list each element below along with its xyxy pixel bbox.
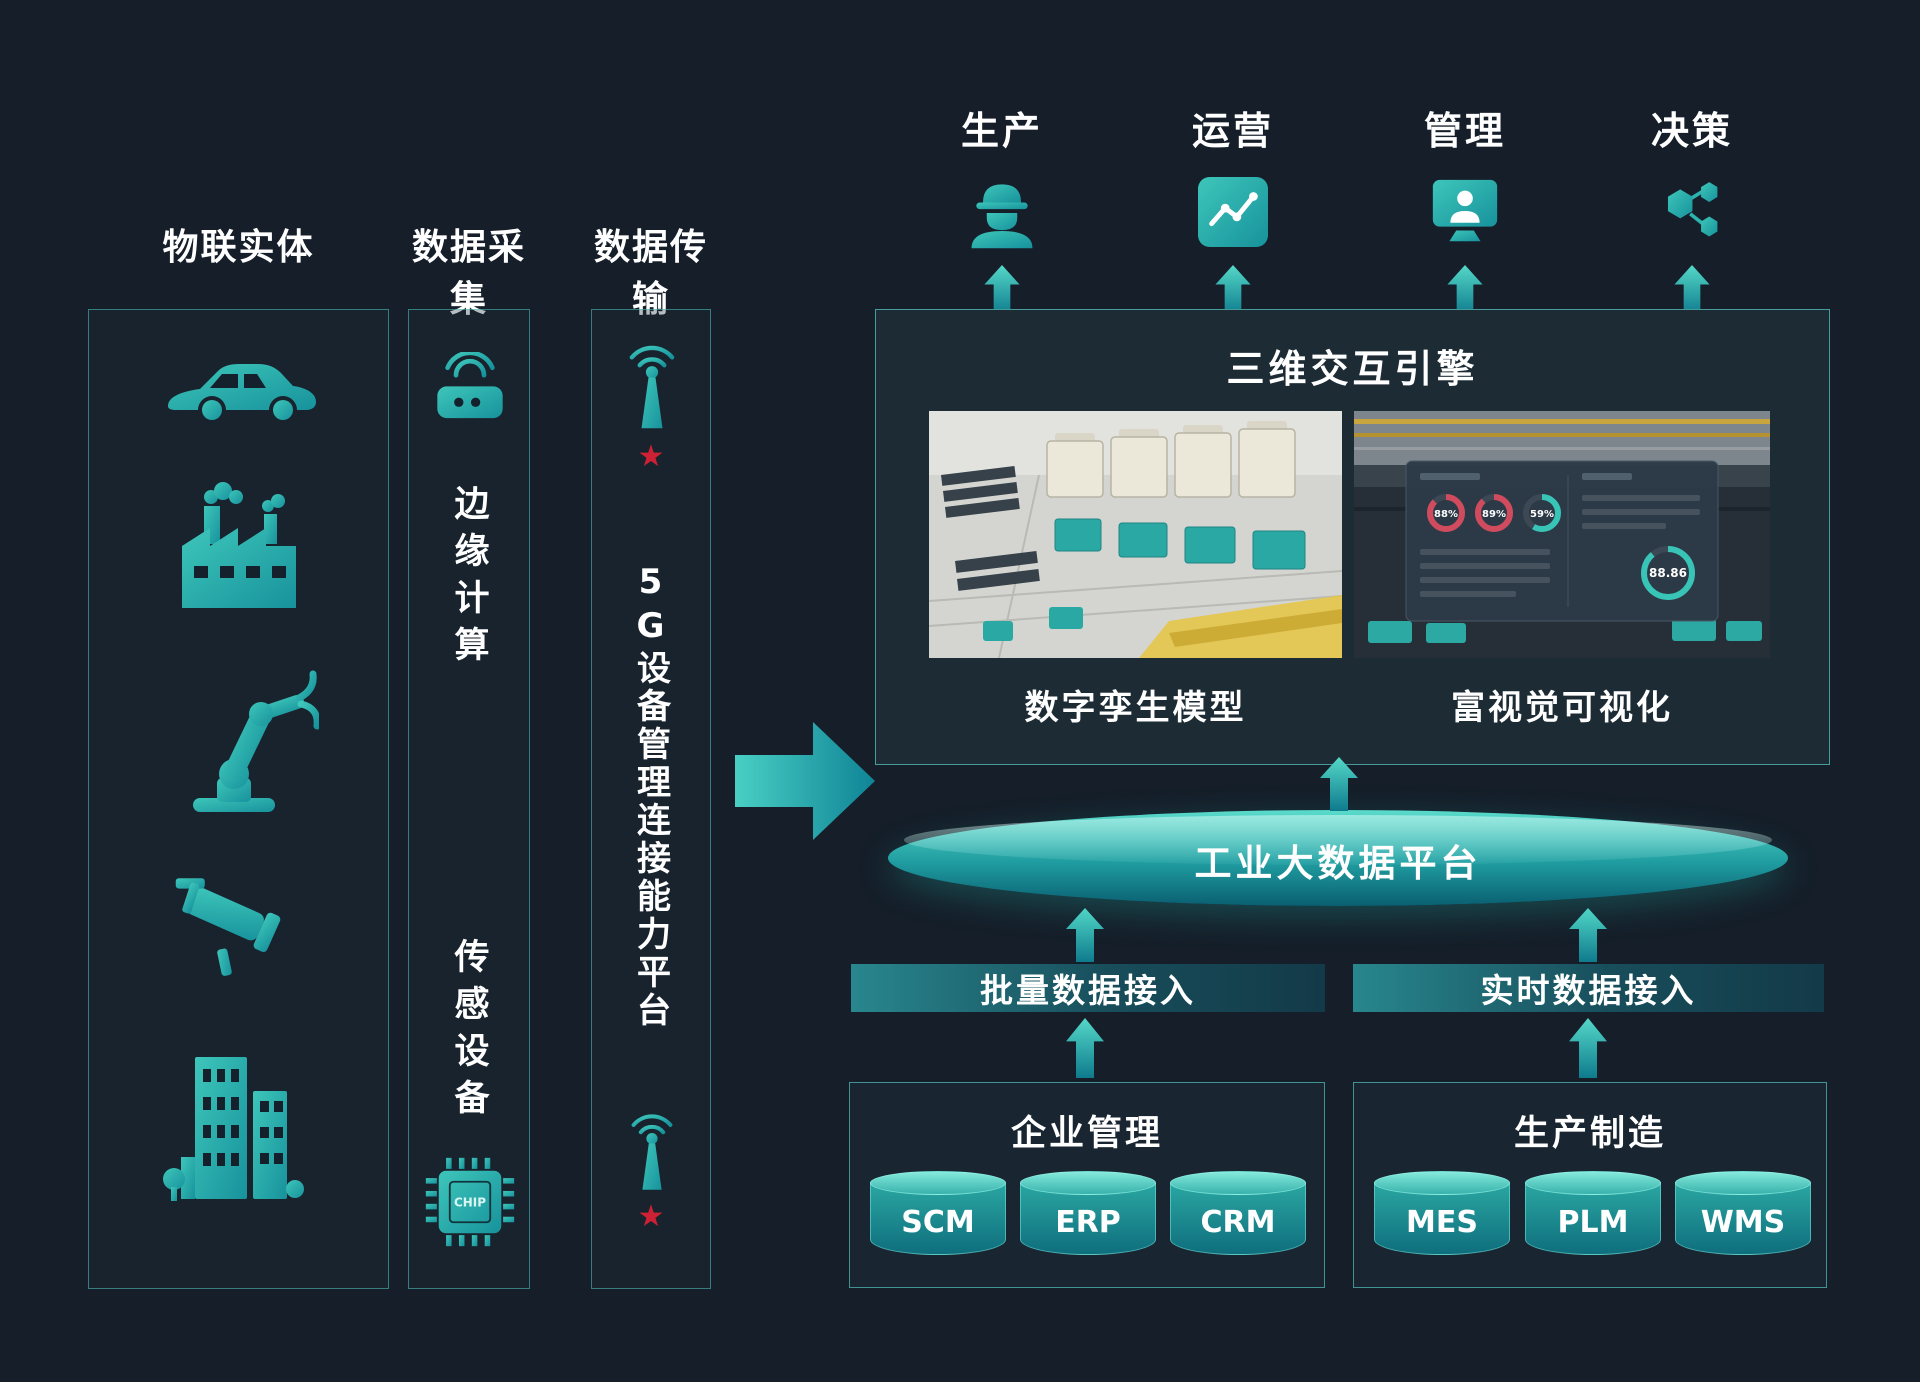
erp-cylinder: ERP	[1020, 1171, 1156, 1255]
chip-text: CHIP	[454, 1196, 486, 1210]
up-arrow-icon	[1447, 265, 1483, 315]
red-star-icon: ★	[637, 1199, 665, 1234]
crm-cylinder: CRM	[1170, 1171, 1306, 1255]
wms-cylinder: WMS	[1675, 1171, 1811, 1255]
digital-twin-render	[929, 411, 1342, 658]
digital-twin-image	[929, 411, 1342, 658]
platform-label: 工业大数据平台	[1194, 842, 1482, 886]
column-header-data-transmission: 数据传输	[593, 227, 708, 320]
mes-cylinder: MES	[1374, 1171, 1510, 1255]
crm-label: CRM	[1200, 1205, 1276, 1240]
score-value: 88.86	[1649, 566, 1687, 580]
antenna-icon-top	[629, 345, 675, 429]
up-arrow-icon	[1569, 908, 1607, 962]
up-arrow-icon	[1320, 757, 1358, 811]
dashboard-render: 88% 89% 59% 88.86	[1354, 411, 1770, 658]
enterprise-management-title: 企业管理	[1010, 1114, 1163, 1154]
column-header-iot-entities: 物联实体	[162, 227, 315, 268]
production-manufacturing-title: 生产制造	[1513, 1114, 1666, 1154]
column-iot-entities	[88, 309, 389, 1289]
up-arrow-icon	[1215, 265, 1251, 315]
realtime-data-ingest-bar: 实时数据接入	[1353, 964, 1824, 1012]
gauge-value-2: 89%	[1482, 509, 1506, 520]
hexagon-cluster-icon	[1667, 182, 1718, 237]
up-arrow-icon	[1569, 1018, 1607, 1078]
enterprise-management-box: 企业管理 SCM ERP CRM	[849, 1082, 1325, 1288]
mes-label: MES	[1406, 1205, 1478, 1240]
platform-disk-rim	[904, 815, 1772, 865]
rich-visual-caption: 富视觉可视化	[1451, 688, 1673, 728]
plm-label: PLM	[1557, 1205, 1629, 1240]
gauge-value-3: 59%	[1530, 509, 1554, 520]
column-data-collection: 边缘计算 传感设备 CHIP	[408, 309, 530, 1289]
robot-arm-icon	[193, 670, 319, 812]
car-icon	[168, 364, 316, 420]
antenna-icon-bottom	[631, 1114, 673, 1190]
output-operations: 运营	[1148, 100, 1318, 315]
5g-platform-label: 5G设备管理连接能力平台	[630, 562, 671, 1030]
flow-right-arrow-icon	[735, 722, 875, 840]
rich-visual-image: 88% 89% 59% 88.86	[1354, 411, 1770, 658]
output-management-label: 管理	[1423, 109, 1506, 153]
plm-cylinder: PLM	[1525, 1171, 1661, 1255]
erp-label: ERP	[1055, 1205, 1121, 1240]
up-arrow-icon	[984, 265, 1020, 315]
production-manufacturing-box: 生产制造 MES PLM WMS	[1353, 1082, 1827, 1288]
sensor-devices-label: 传感设备	[448, 938, 489, 1126]
scm-label: SCM	[901, 1205, 975, 1240]
scm-cylinder: SCM	[870, 1171, 1006, 1255]
edge-gateway-icon	[437, 352, 503, 419]
edge-computing-label: 边缘计算	[448, 485, 489, 673]
wms-label: WMS	[1700, 1205, 1786, 1240]
batch-data-ingest-bar: 批量数据接入	[851, 964, 1325, 1012]
output-production-label: 生产	[960, 109, 1043, 153]
engine-panel-title: 三维交互引擎	[1226, 347, 1479, 391]
digital-twin-caption: 数字孪生模型	[1024, 688, 1247, 728]
up-arrow-icon	[1066, 1018, 1104, 1078]
column-data-transmission: ★ 5G设备管理连接能力平台 ★	[591, 309, 711, 1289]
chip-icon: CHIP	[425, 1157, 515, 1247]
cctv-camera-icon	[175, 878, 281, 976]
big-data-platform: 工业大数据平台	[888, 810, 1788, 906]
gauge-value-1: 88%	[1434, 509, 1458, 520]
output-production: 生产	[917, 100, 1087, 315]
factory-icon	[182, 482, 296, 608]
up-arrow-icon	[1066, 908, 1104, 962]
up-arrow-icon	[1674, 265, 1710, 315]
buildings-icon	[163, 1057, 304, 1201]
output-decision: 决策	[1607, 100, 1777, 315]
output-decision-label: 决策	[1650, 109, 1733, 153]
manager-screen-icon	[1432, 179, 1498, 242]
output-operations-label: 运营	[1191, 109, 1274, 153]
red-star-icon: ★	[637, 439, 665, 474]
worker-icon	[971, 184, 1033, 249]
column-header-data-collection: 数据采集	[411, 227, 526, 320]
chart-icon	[1198, 177, 1268, 247]
output-management: 管理	[1380, 100, 1550, 315]
engine-panel: 三维交互引擎	[875, 309, 1830, 765]
